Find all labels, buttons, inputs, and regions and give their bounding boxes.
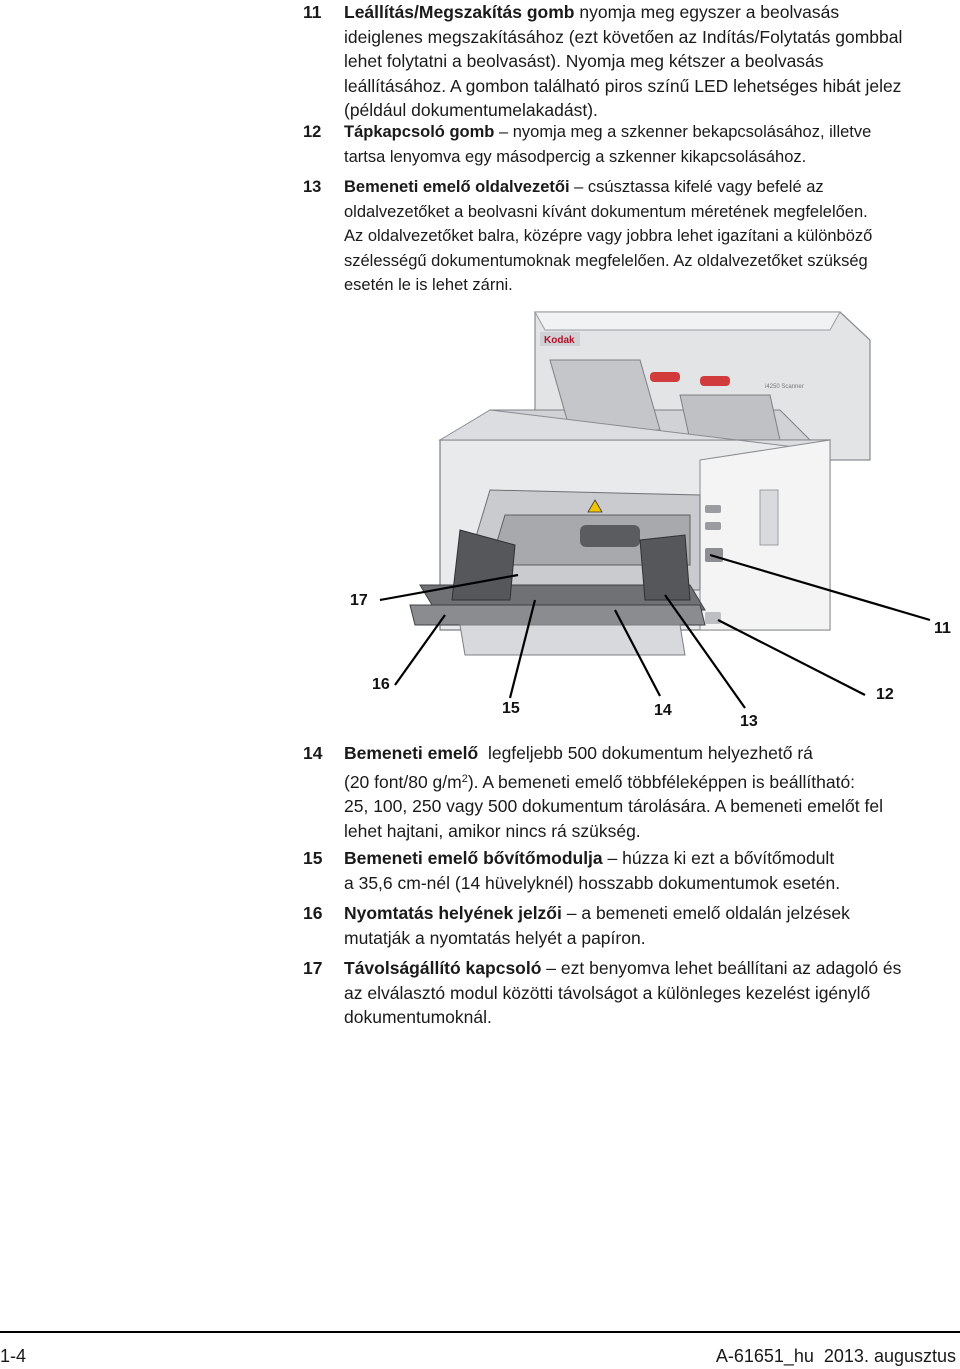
callout-14: 14 <box>654 702 672 719</box>
elevator-extender <box>459 624 686 656</box>
callout-11: 11 <box>934 620 951 637</box>
item-line: oldalvezetőket a beolvasni kívánt dokume… <box>344 202 868 221</box>
item-line: nyomja meg egyszer a beolvasás <box>579 2 840 22</box>
item-line: lehet folytatni a beolvasást). Nyomja me… <box>344 51 824 71</box>
item-line: esetén le is lehet zárni. <box>344 276 513 294</box>
model-label: i4250 Scanner <box>765 384 804 390</box>
item-number: 12 <box>303 123 322 141</box>
page-number: 1-4 <box>0 1346 27 1366</box>
callout-16: 16 <box>372 676 390 693</box>
warning-icon <box>587 499 603 513</box>
callout-13: 13 <box>740 713 758 730</box>
scanner-illustration: Kodak i4250 Scanner <box>379 311 931 709</box>
kodak-logo-plate <box>540 332 580 346</box>
item-term: Bemeneti emelő oldalvezetői <box>344 178 570 196</box>
item-line: tartsa lenyomva egy másodpercig a szkenn… <box>344 147 807 166</box>
item-text: Bemeneti emelő oldalvezetői – csúsztassa… <box>344 175 952 298</box>
item-text: Tápkapcsoló gomb – nyomja meg a szkenner… <box>344 120 952 169</box>
item-line: leállításához. A gombon található piros … <box>344 75 902 96</box>
callout-15: 15 <box>502 700 520 717</box>
item-line: – ezt benyomva lehet beállítani az adago… <box>546 958 902 978</box>
item-text: Bemeneti emelő legfeljebb 500 dokumentum… <box>344 741 952 843</box>
panel-button-1 <box>705 505 721 513</box>
item-text: Nyomtatás helyének jelzői – a bemeneti e… <box>344 901 952 950</box>
item-term: Nyomtatás helyének jelzői <box>344 903 562 923</box>
side-guide-right <box>639 534 691 601</box>
item-number: 17 <box>303 958 323 978</box>
item-line: – csúsztassa kifelé vagy befelé az <box>574 178 824 196</box>
item-number: 15 <box>303 848 323 868</box>
item-line: – húzza ki ezt a bővítőmodult <box>607 848 835 868</box>
item-line: 25, 100, 250 vagy 500 dokumentum tárolás… <box>344 796 883 816</box>
panel-button-2 <box>705 522 721 530</box>
superscript: 2 <box>461 772 468 785</box>
item-text: Távolságállító kapcsoló – ezt benyomva l… <box>344 956 952 1030</box>
document-id: A-61651_hu 2013. augusztus <box>715 1346 956 1366</box>
item-term: Bemeneti emelő <box>344 743 479 763</box>
callout-12: 12 <box>876 686 894 703</box>
item-text: Leállítás/Megszakítás gomb nyomja meg eg… <box>344 0 952 123</box>
item-line: – nyomja meg a szkenner bekapcsolásához,… <box>498 123 872 141</box>
item-line: lehet hajtani, amikor nincs rá szükség. <box>344 820 641 841</box>
item-number: 13 <box>303 178 322 196</box>
scanner-figure: Kodak i4250 Scanner <box>340 300 960 740</box>
item-text: Bemeneti emelő bővítőmodulja – húzza ki … <box>344 846 952 895</box>
item-line: az elválasztó modul közötti távolságot a… <box>344 982 871 1003</box>
item-line: (20 font/80 g/m <box>344 771 462 792</box>
item-number: 11 <box>303 2 322 22</box>
item-term: Leállítás/Megszakítás gomb <box>344 2 575 22</box>
power-button <box>705 612 721 624</box>
item-line: ideiglenes megszakításához (ezt követően… <box>344 26 903 47</box>
item-term: Tápkapcsoló gomb <box>344 123 495 141</box>
item-line: szélességű dokumentumoknak megfelelően. … <box>344 251 868 270</box>
item-line: dokumentumoknál. <box>344 1007 492 1027</box>
red-roller-left <box>650 372 680 382</box>
red-roller-right <box>700 376 730 386</box>
item-line: – a bemeneti emelő oldalán jelzések <box>566 903 850 923</box>
side-guide-left <box>451 529 516 601</box>
item-term: Bemeneti emelő bővítőmodulja <box>344 848 603 868</box>
item-line: mutatják a nyomtatás helyét a papíron. <box>344 927 646 948</box>
item-number: 16 <box>303 903 323 923</box>
item-line: ). A bemeneti emelő többféleképpen is be… <box>467 771 856 792</box>
item-term: Távolságállító kapcsoló <box>344 958 542 978</box>
item-line: legfeljebb 500 dokumentum helyezhető rá <box>487 743 813 763</box>
item-line: a 35,6 cm-nél (14 hüvelyknél) hosszabb d… <box>344 872 841 893</box>
stop-button <box>705 548 723 562</box>
item-number: 14 <box>303 743 323 763</box>
callout-17: 17 <box>350 592 368 609</box>
kodak-logo: Kodak <box>544 335 575 346</box>
item-line: (például dokumentumelakadást). <box>344 100 598 120</box>
item-line: Az oldalvezetőket balra, középre vagy jo… <box>344 227 873 245</box>
footer-rule <box>0 1331 960 1333</box>
feed-roller <box>580 525 640 547</box>
